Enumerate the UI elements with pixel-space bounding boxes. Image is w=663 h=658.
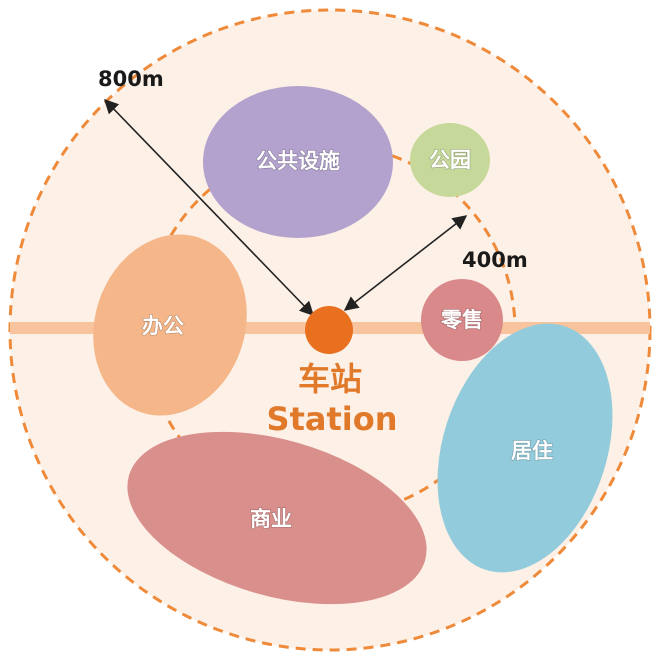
zone-commercial-label: 商业 [250,507,292,531]
zone-public-facilities-label: 公共设施 [256,149,340,173]
zone-office-label: 办公 [142,314,184,338]
inner-radius-label: 400m [462,248,528,272]
zone-park [410,123,490,197]
zone-residential-label: 居住 [511,439,553,463]
zone-retail-label: 零售 [440,308,483,332]
zone-commercial [127,431,427,605]
station-marker [305,306,353,354]
zone-residential [437,323,613,573]
arrow-800m-radius [103,98,315,317]
station-name-chinese: 车站 [298,360,362,398]
outer-radius-label: 800m [98,67,164,91]
zone-park-label: 公园 [429,148,471,172]
station-name-english: Station [267,400,398,438]
arrow-400m-radius [343,215,468,311]
